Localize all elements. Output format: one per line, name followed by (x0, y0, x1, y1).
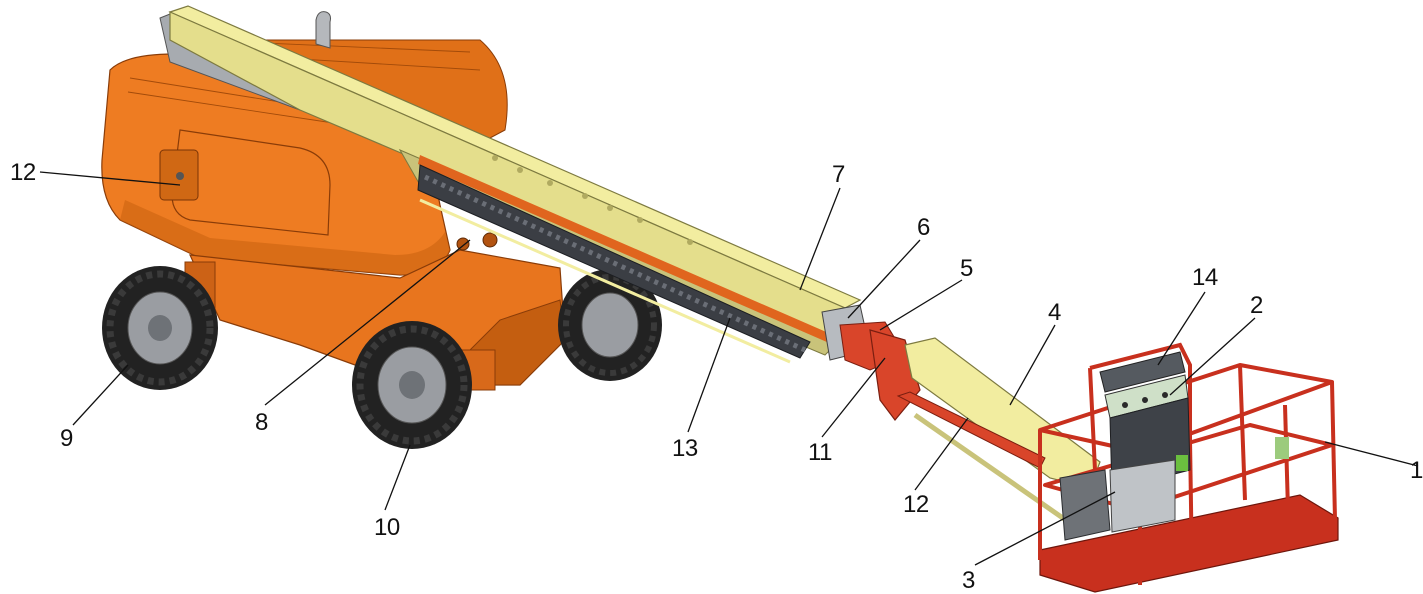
leader-5 (879, 279, 963, 331)
leader-3 (974, 491, 1116, 566)
leader-2 (1169, 317, 1256, 396)
hose-carrier-links (423, 174, 807, 353)
turntable-pivot-hole-2 (482, 232, 498, 248)
callout-14: 14 (1192, 264, 1218, 291)
callout-11: 11 (808, 439, 832, 466)
leader-6 (847, 239, 921, 319)
control-box-frame (1088, 342, 1192, 471)
leader-4 (1009, 324, 1056, 406)
callout-9: 9 (60, 425, 73, 452)
leader-12b (914, 417, 969, 491)
callout-4: 4 (1048, 299, 1061, 326)
leader-1 (1324, 441, 1419, 467)
rear-right-wheel (558, 269, 662, 381)
jib (869, 329, 1101, 533)
callout-2: 2 (1250, 292, 1263, 319)
leader-lines (39, 171, 1419, 566)
leader-14 (1157, 291, 1206, 366)
main-boom (168, 5, 862, 356)
platform-rotator (1059, 459, 1176, 541)
leader-7 (799, 187, 841, 291)
callout-3: 3 (962, 567, 975, 594)
leader-10 (384, 444, 411, 511)
exhaust-pipe (315, 11, 331, 49)
callout-labels: 12 7 6 5 14 4 2 1 9 8 13 11 12 10 3 (10, 159, 1423, 594)
jib-rod (913, 412, 1082, 533)
control-panel-knobs (1122, 392, 1168, 408)
hose-carrier-rail (419, 198, 791, 364)
boom-holes (492, 155, 693, 245)
turntable-pivot-hole (456, 237, 470, 251)
callout-10: 10 (374, 514, 400, 541)
leader-9 (72, 364, 129, 426)
ground-control-knob (176, 172, 184, 180)
callout-12-jib-cylinder: 12 (903, 491, 929, 518)
callout-12-ground-control: 12 (10, 159, 36, 186)
leader-8 (264, 239, 471, 406)
basket-toeboard (1039, 494, 1339, 593)
callout-6: 6 (917, 214, 930, 241)
callout-8: 8 (255, 409, 268, 436)
rear-left-wheel (102, 266, 218, 390)
callout-13: 13 (672, 435, 698, 462)
callout-7: 7 (832, 161, 845, 188)
callout-5: 5 (960, 255, 973, 282)
front-wheel (352, 321, 472, 449)
leader-13 (687, 317, 731, 433)
callout-1: 1 (1410, 457, 1423, 484)
platform-control-box-cover (1099, 351, 1186, 393)
hose-carrier (417, 164, 811, 364)
leader-12a (39, 171, 181, 186)
leader-11 (821, 357, 886, 438)
green-indicator (1176, 455, 1188, 471)
green-indicator-2 (1275, 437, 1289, 459)
jib-lift-cylinder (896, 391, 1046, 469)
boom-stripe (418, 155, 840, 346)
side-door (171, 129, 331, 236)
